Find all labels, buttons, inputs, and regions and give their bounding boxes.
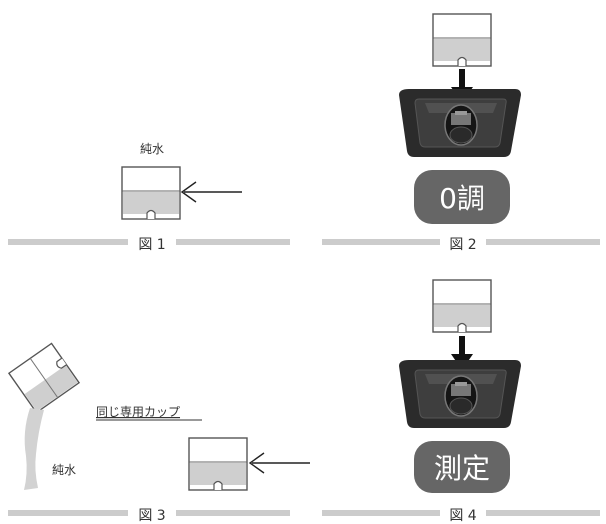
zero-adjust-button-label: 0調 [439,182,485,215]
fig2-caption: 図 2 [449,237,476,253]
fig3-water-label: 純水 [52,463,76,477]
meter-device-icon [398,359,522,429]
figure-2: 0調 図 2 [322,13,600,253]
fig3-caption: 図 3 [138,508,165,524]
zero-adjust-button [414,170,510,224]
meter-device-icon [398,88,522,158]
figure-4: 測定 図 4 [322,279,600,524]
measure-button [414,441,510,493]
tilted-cup-icon [7,342,81,414]
fig1-water-label: 純水 [140,142,164,156]
fig1-caption: 図 1 [138,237,165,253]
measuring-cup-icon [188,437,248,491]
measuring-cup-icon [432,13,492,67]
arrow-left-icon [181,181,243,203]
figure-3: 純水 同じ専用カップ 図 3 [7,342,311,524]
fig4-caption: 図 4 [449,508,476,524]
water-stream [24,408,44,490]
arrow-left-icon [249,452,311,474]
measure-button-label: 測定 [434,452,490,485]
measuring-cup-icon [121,166,181,220]
figure-1: 純水 図 1 [8,142,290,253]
measuring-cup-icon [432,279,492,333]
fig3-cup-note: 同じ専用カップ [96,405,180,419]
